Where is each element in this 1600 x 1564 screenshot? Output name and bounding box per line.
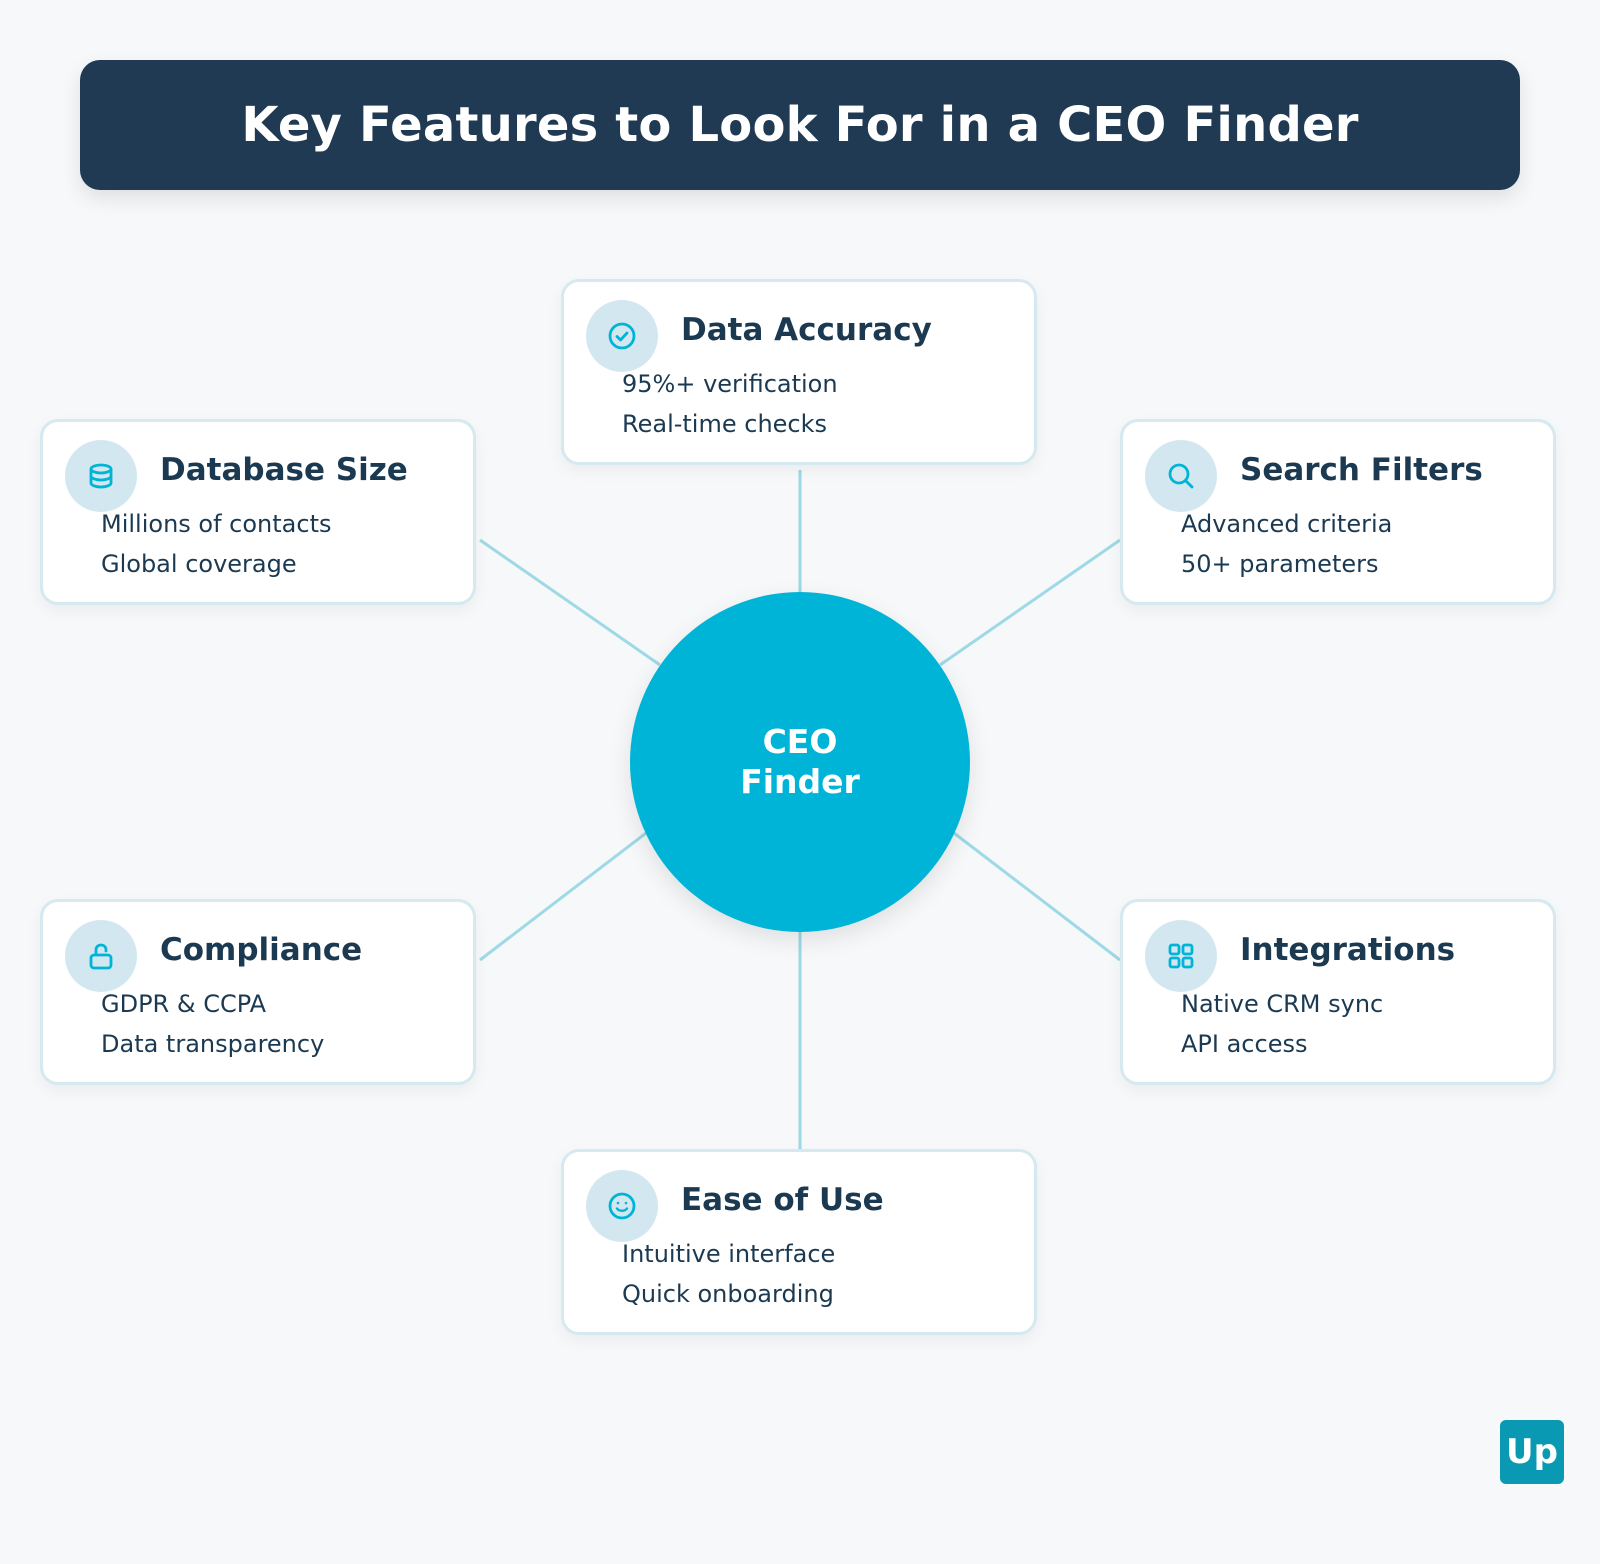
feature-detail: Millions of contacts [101,510,332,538]
feature-details: GDPR & CCPA Data transparency [101,984,324,1064]
hub-circle: CEO Finder [630,592,970,932]
feature-detail: Data transparency [101,1030,325,1058]
feature-details: Millions of contacts Global coverage [101,504,331,584]
feature-card-ease-of-use: Ease of Use Intuitive interface Quick on… [561,1149,1037,1335]
feature-details: Intuitive interface Quick onboarding [622,1234,835,1314]
hub-label-line2: Finder [740,762,860,801]
feature-detail: Global coverage [101,550,297,578]
smiley-icon [586,1170,658,1242]
feature-detail: Advanced criteria [1181,510,1393,538]
feature-detail: API access [1181,1030,1308,1058]
feature-card-database-size: Database Size Millions of contacts Globa… [40,419,476,605]
lock-icon [65,920,137,992]
feature-detail: GDPR & CCPA [101,990,267,1018]
feature-details: Advanced criteria 50+ parameters [1181,504,1392,584]
feature-title: Database Size [160,452,408,488]
title-banner: Key Features to Look For in a CEO Finder [80,60,1520,190]
search-icon [1145,440,1217,512]
hub-label-line1: CEO [762,722,838,761]
feature-title: Search Filters [1240,452,1483,488]
feature-card-data-accuracy: Data Accuracy 95%+ verification Real-tim… [561,279,1037,465]
grid-icon [1145,920,1217,992]
feature-detail: Quick onboarding [622,1280,834,1308]
feature-title: Integrations [1240,932,1456,968]
database-icon [65,440,137,512]
brand-logo: Up [1500,1420,1564,1484]
feature-detail: Native CRM sync [1181,990,1384,1018]
feature-details: 95%+ verification Real-time checks [622,364,838,444]
page-title: Key Features to Look For in a CEO Finder [241,97,1359,153]
feature-detail: Real-time checks [622,410,828,438]
connector-search-filters [939,538,1121,667]
connector-integrations [949,828,1121,962]
feature-detail: 50+ parameters [1181,550,1379,578]
feature-card-search-filters: Search Filters Advanced criteria 50+ par… [1120,419,1556,605]
connector-database-size [479,538,661,667]
feature-card-compliance: Compliance GDPR & CCPA Data transparency [40,899,476,1085]
feature-detail: Intuitive interface [622,1240,836,1268]
feature-title: Compliance [160,932,363,968]
feature-title: Ease of Use [681,1182,884,1218]
feature-title: Data Accuracy [681,312,932,348]
logo-text: Up [1506,1432,1558,1472]
feature-detail: 95%+ verification [622,370,838,398]
feature-card-integrations: Integrations Native CRM sync API access [1120,899,1556,1085]
check-circle-icon [586,300,658,372]
feature-details: Native CRM sync API access [1181,984,1383,1064]
connector-compliance [479,828,651,962]
